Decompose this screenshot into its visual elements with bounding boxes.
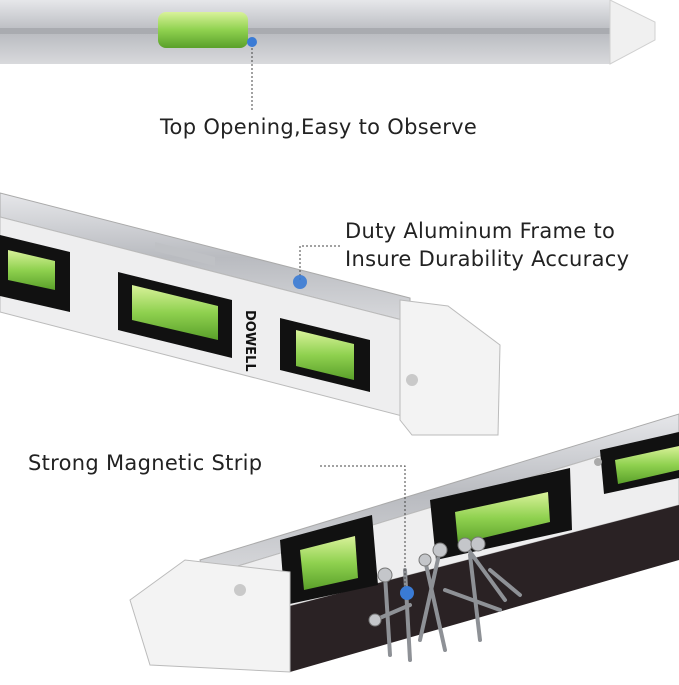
caption-magnetic-strip: Strong Magnetic Strip xyxy=(28,451,263,475)
callout-top xyxy=(247,37,257,110)
callout-bottom xyxy=(320,465,414,600)
caption-aluminum-frame-line2: Insure Durability Accuracy xyxy=(345,247,630,271)
brand-logo: DOWELL xyxy=(242,310,257,372)
top-bubble-vial xyxy=(158,12,248,48)
caption-aluminum-frame-line1: Duty Aluminum Frame to xyxy=(345,219,616,243)
caption-top-opening: Top Opening,Easy to Observe xyxy=(160,115,478,139)
middle-level: DOWELL xyxy=(0,192,501,436)
screws xyxy=(368,536,522,662)
top-level xyxy=(0,0,656,65)
callout-middle xyxy=(293,245,340,289)
